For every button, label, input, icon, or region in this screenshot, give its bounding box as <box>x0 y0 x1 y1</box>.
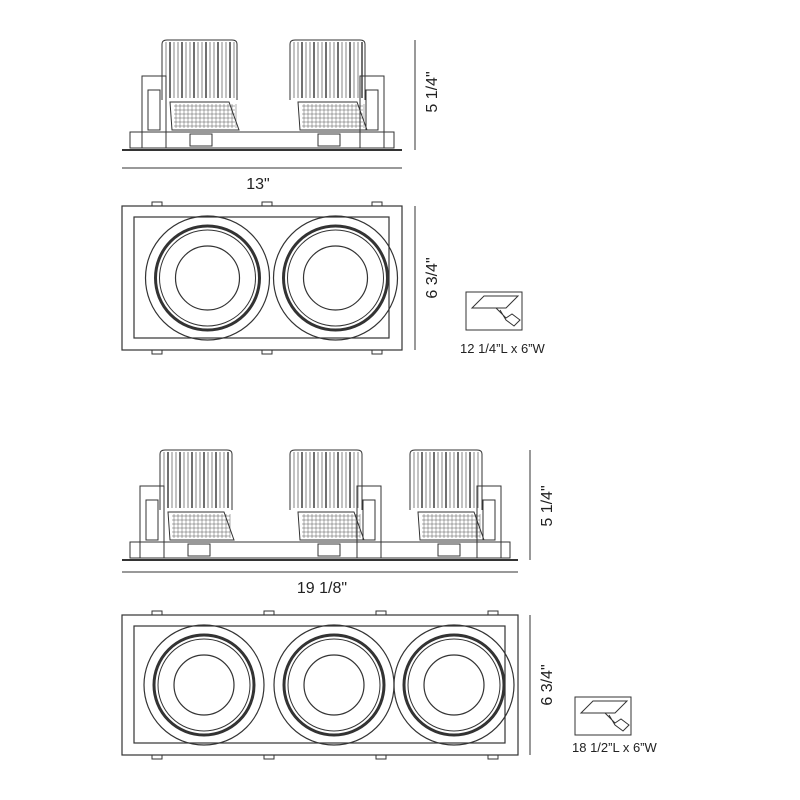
reflector <box>169 101 240 131</box>
tab <box>371 201 383 207</box>
heat-sink <box>289 449 363 510</box>
tab <box>261 201 273 207</box>
mounting-bracket <box>141 75 167 149</box>
tab <box>151 201 163 207</box>
mounting-bracket <box>139 485 165 559</box>
tab <box>263 610 275 616</box>
side-view-head <box>289 449 382 559</box>
housing-frame <box>129 541 511 559</box>
tab <box>151 610 163 616</box>
length-label-two-light: 13" <box>246 176 269 193</box>
spring-clip <box>365 89 379 131</box>
tab <box>263 754 275 760</box>
junction-tab <box>437 543 461 557</box>
lamp-ring <box>402 633 506 737</box>
spring-clip <box>147 89 161 131</box>
lamp-ring <box>154 224 261 332</box>
housing-frame <box>129 131 395 149</box>
side-view-head <box>409 449 502 559</box>
lamp-ring <box>152 633 256 737</box>
heat-sink <box>289 39 366 100</box>
heat-sink <box>159 449 233 510</box>
height-label-two-light: 5 1/4" <box>424 71 441 112</box>
reflector <box>167 511 235 541</box>
heat-sink <box>161 39 238 100</box>
lamp-ring-inner <box>287 638 381 732</box>
lens <box>423 654 485 716</box>
lens <box>174 245 241 311</box>
lamp-ring-inner <box>407 638 501 732</box>
lamp-ring <box>282 224 389 332</box>
tab <box>375 610 387 616</box>
side-view-head <box>289 39 385 149</box>
height-label-three-light: 5 1/4" <box>539 485 556 526</box>
three-light-fixture <box>121 449 632 760</box>
lamp-ring-inner <box>159 229 256 327</box>
width-label-three-light: 6 3/4" <box>539 664 556 705</box>
junction-tab <box>187 543 211 557</box>
mounting-bracket <box>356 485 382 559</box>
lamp-ring-outer <box>144 215 271 341</box>
spring-clip <box>145 499 159 541</box>
trim-outer <box>121 205 403 351</box>
tab <box>261 349 273 355</box>
saw-cutout-icon <box>465 291 523 331</box>
tab <box>375 754 387 760</box>
junction-tab <box>317 133 341 147</box>
trim-inner <box>133 625 506 744</box>
side-view-head <box>141 39 240 149</box>
lens <box>302 245 369 311</box>
lens <box>303 654 365 716</box>
lamp-ring-outer <box>143 624 265 746</box>
junction-tab <box>189 133 213 147</box>
width-label-two-light: 6 3/4" <box>424 257 441 298</box>
side-view-head <box>139 449 235 559</box>
saw-cutout-icon <box>574 696 632 736</box>
length-label-three-light: 19 1/8" <box>297 580 347 597</box>
spring-clip <box>362 499 376 541</box>
spring-clip <box>482 499 496 541</box>
saw-blade <box>495 307 521 327</box>
heat-sink <box>409 449 483 510</box>
lamp-ring-inner <box>157 638 251 732</box>
tab <box>487 610 499 616</box>
mounting-bracket <box>359 75 385 149</box>
mounting-bracket <box>476 485 502 559</box>
lamp-ring <box>282 633 386 737</box>
lamp-ring-outer <box>272 215 399 341</box>
lamp-ring-outer <box>393 624 515 746</box>
tab <box>151 754 163 760</box>
trim-outer <box>121 614 519 756</box>
tab <box>371 349 383 355</box>
lens <box>173 654 235 716</box>
junction-tab <box>317 543 341 557</box>
ceiling-panel <box>579 700 629 714</box>
cutout-label-two-light: 12 1/4”L x 6”W <box>460 341 546 356</box>
saw-blade <box>604 712 630 732</box>
lamp-ring-outer <box>273 624 395 746</box>
ceiling-panel <box>470 295 520 309</box>
lamp-ring-inner <box>287 229 384 327</box>
cutout-label-three-light: 18 1/2”L x 6”W <box>572 740 658 755</box>
two-light-fixture <box>121 39 523 355</box>
trim-inner <box>133 216 390 339</box>
tab <box>151 349 163 355</box>
tab <box>487 754 499 760</box>
